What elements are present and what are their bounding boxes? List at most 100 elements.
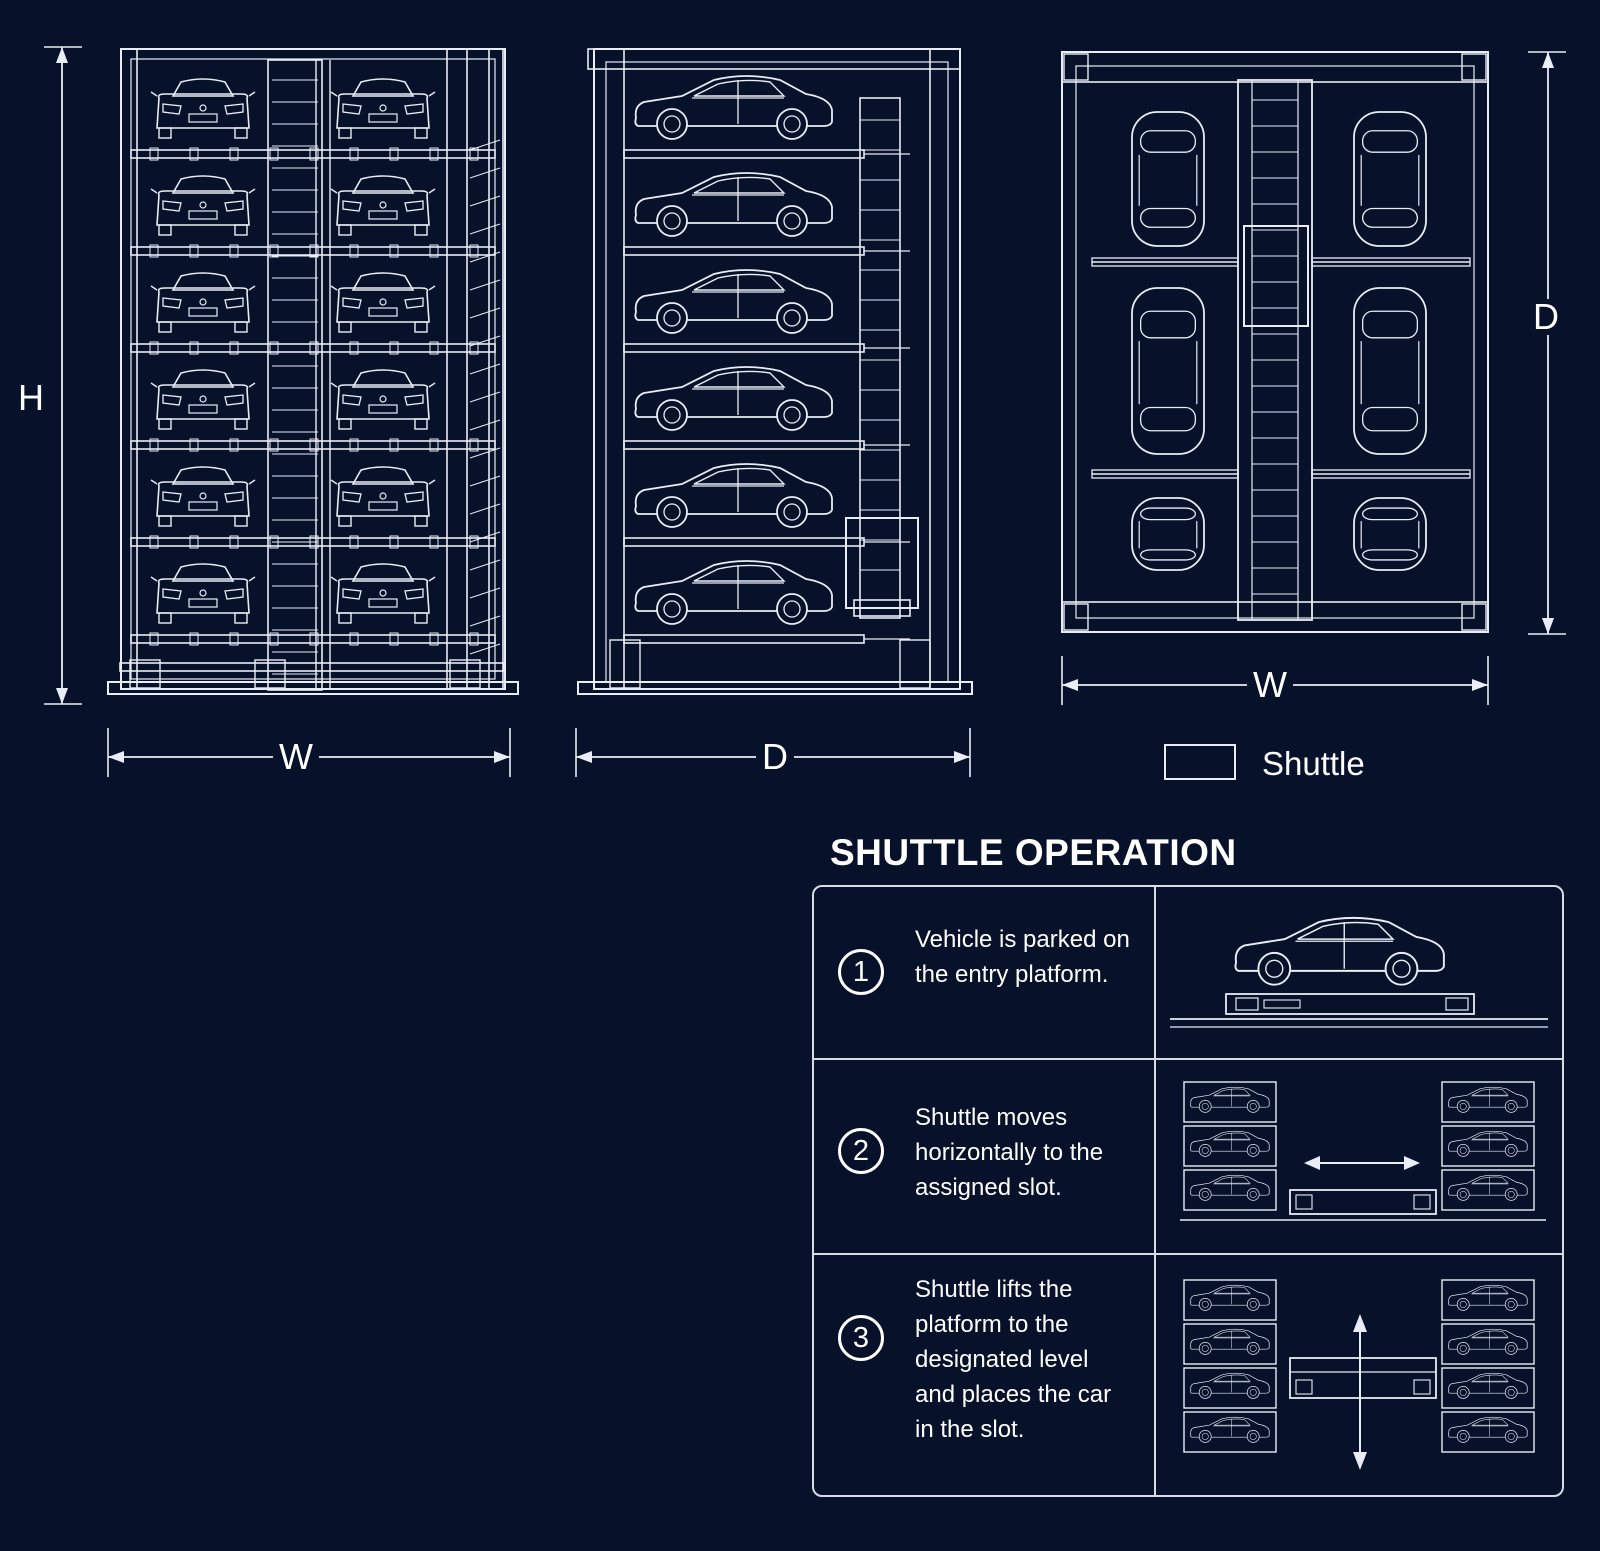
car-side-icon: [1448, 1284, 1528, 1311]
arrowhead: [1404, 1156, 1420, 1170]
car-front-icon: [150, 466, 256, 527]
parking-level-platform: [130, 440, 496, 450]
column-divider: [1154, 1255, 1156, 1495]
car-side-icon: [1190, 1284, 1270, 1311]
arrowhead: [1062, 679, 1078, 691]
shuttle-legend-icon: [1164, 744, 1236, 780]
car-front-icon: [330, 78, 436, 139]
car-front-icon: [150, 272, 256, 333]
rack-slot: [1183, 1081, 1277, 1123]
step-3-illustration: [1183, 1279, 1535, 1470]
car-side-icon: [634, 269, 833, 334]
shuttle-aisle: [1237, 79, 1313, 621]
side-depth-dimension-label: D: [756, 739, 794, 775]
car-top-icon: [1353, 497, 1427, 571]
plan-width-dimension-label: W: [1247, 667, 1293, 703]
arrowhead: [576, 751, 592, 763]
car-side-icon: [634, 366, 833, 431]
arrowhead: [56, 688, 68, 704]
steel-column: [593, 48, 625, 690]
car-front-icon: [150, 563, 256, 624]
rack-slot: [1441, 1081, 1535, 1123]
shuttle-block: [1243, 225, 1309, 327]
shuttle-platform: [1289, 1357, 1437, 1399]
operation-step-row: 2 Shuttle moves horizontally to the assi…: [814, 1060, 1562, 1255]
step-description: Vehicle is parked on the entry platform.: [915, 926, 1130, 988]
column-foot: [609, 639, 641, 689]
step-1-illustration: [1170, 916, 1548, 1028]
parking-level-platform: [623, 634, 865, 644]
car-side-icon: [1448, 1130, 1528, 1157]
parking-level-platform: [623, 246, 865, 256]
rack-slot: [1183, 1367, 1277, 1409]
column-divider: [1154, 887, 1156, 1058]
base-plate: [577, 681, 973, 695]
car-top-icon: [1353, 111, 1427, 247]
parking-level-platform: [623, 440, 865, 450]
car-front-icon: [330, 466, 436, 527]
car-side-icon: [1190, 1086, 1270, 1113]
car-front-icon: [150, 175, 256, 236]
rack-slot: [1441, 1411, 1535, 1453]
parking-level-platform: [623, 149, 865, 159]
arrowhead: [1472, 679, 1488, 691]
parking-level-platform: [623, 537, 865, 547]
parking-level-platform: [623, 343, 865, 353]
parking-level-platform: [130, 343, 496, 353]
car-side-icon: [1448, 1328, 1528, 1355]
parking-level-platform: [130, 246, 496, 256]
car-front-icon: [150, 78, 256, 139]
car-side-icon: [1448, 1174, 1528, 1201]
column-divider: [1154, 1060, 1156, 1253]
parking-level-platform: [130, 537, 496, 547]
front-elevation-view: [107, 48, 519, 695]
car-front-icon: [330, 272, 436, 333]
base-plate: [107, 681, 519, 695]
car-side-icon: [634, 560, 833, 625]
car-side-icon: [1190, 1372, 1270, 1399]
column-foot: [449, 659, 481, 689]
dimension-lines: [44, 46, 1566, 777]
corner-column: [1461, 603, 1487, 631]
car-front-icon: [150, 369, 256, 430]
arrowhead: [108, 751, 124, 763]
shuttle-legend-label: Shuttle: [1262, 745, 1365, 782]
corner-column: [1461, 53, 1487, 81]
step-number: 2: [838, 1128, 884, 1174]
operation-step-row: 1 Vehicle is parked on the entry platfor…: [814, 887, 1562, 1060]
guide-mast: [859, 97, 901, 619]
car-side-icon: [634, 75, 833, 140]
car-side-icon: [1190, 1130, 1270, 1157]
arrowhead: [1542, 52, 1554, 68]
step-description: Shuttle moves horizontally to the assign…: [915, 1104, 1104, 1201]
car-top-icon: [1353, 287, 1427, 455]
step-number: 3: [838, 1315, 884, 1361]
parking-level-platform: [130, 149, 496, 159]
operation-title: SHUTTLE OPERATION: [830, 832, 1237, 873]
arrowhead: [1542, 618, 1554, 634]
column-foot: [254, 659, 286, 689]
car-side-icon: [1448, 1372, 1528, 1399]
car-side-icon: [1448, 1416, 1528, 1443]
car-side-icon: [634, 172, 833, 237]
car-side-icon: [1234, 916, 1445, 986]
steel-column: [929, 48, 961, 690]
plan-depth-dimension-label: D: [1527, 299, 1565, 335]
shuttle-platform: [1289, 1189, 1437, 1215]
steel-column: [488, 48, 504, 690]
rack-slot: [1441, 1125, 1535, 1167]
frame-outline: [1061, 51, 1489, 633]
rack-slot: [1183, 1125, 1277, 1167]
arrowhead: [954, 751, 970, 763]
operation-illustrations: [1170, 916, 1548, 1470]
car-side-icon: [634, 463, 833, 528]
shuttle-platform: [1225, 993, 1475, 1015]
column-foot: [129, 659, 161, 689]
corner-column: [1063, 53, 1089, 81]
steel-column: [446, 48, 468, 690]
step-description: Shuttle lifts the platform to the design…: [915, 1276, 1112, 1443]
steel-column: [120, 48, 138, 690]
car-top-icon: [1131, 111, 1205, 247]
rack-slot: [1183, 1323, 1277, 1365]
step-2-illustration: [1180, 1081, 1546, 1221]
